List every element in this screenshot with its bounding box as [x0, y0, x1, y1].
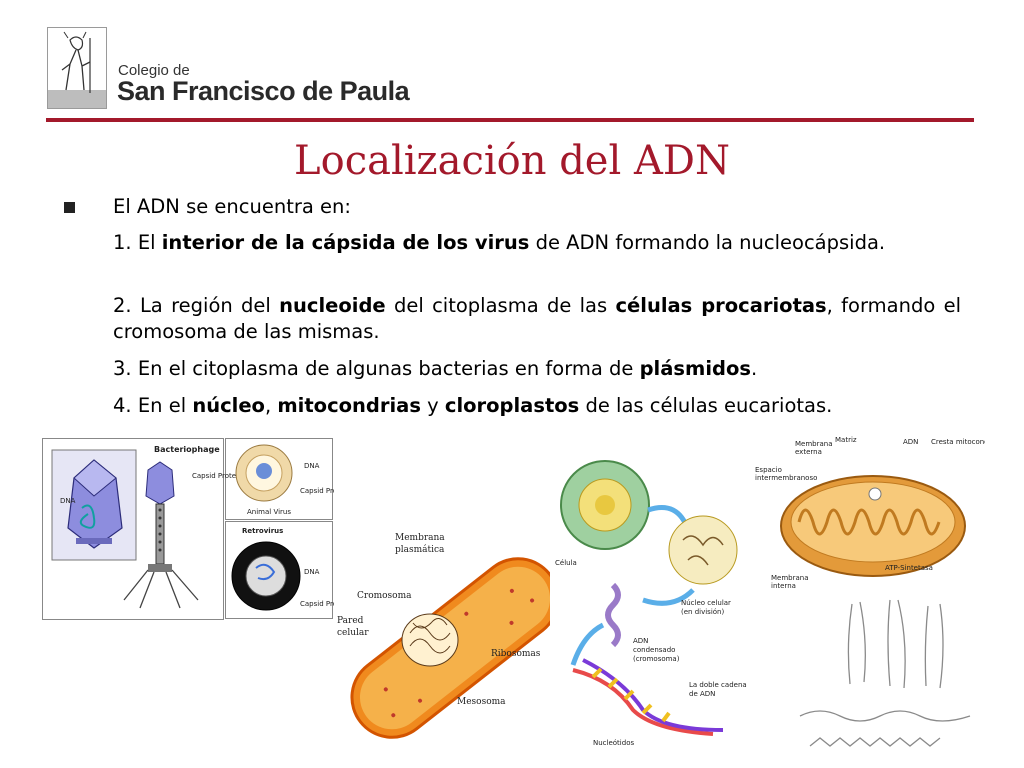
- label-retrovirus: Retrovirus: [242, 527, 283, 535]
- item-bold-text: células procariotas: [615, 294, 827, 317]
- item-text: de las células eucariotas.: [579, 394, 833, 417]
- item-text: del citoplasma de las: [385, 294, 616, 317]
- item-bold-text: núcleo: [192, 394, 265, 417]
- item-text: , formando el cromosoma de las mismas.: [113, 294, 961, 343]
- item-number: 4.: [113, 394, 132, 417]
- slide-title: Localización del ADN: [294, 138, 730, 184]
- label-dna: DNA: [304, 568, 320, 576]
- label-de-adn: de ADN: [689, 690, 715, 698]
- label-cresta: Cresta mitocondrial: [931, 438, 985, 446]
- label-capsid-protein: Capsid Protein: [300, 600, 334, 608]
- label-capsid-protein: Capsid Protein: [300, 487, 334, 495]
- label-adn: ADN: [633, 637, 648, 645]
- label-plasmatica: plasmática: [395, 544, 445, 555]
- intro-text: El ADN se encuentra en:: [113, 195, 351, 218]
- list-item: 2. La región del nucleoide del citoplasm…: [113, 293, 961, 345]
- item-number: 1.: [113, 231, 132, 254]
- label-doble-cadena: La doble cadena: [689, 681, 747, 689]
- square-bullet-icon: [64, 202, 75, 213]
- label-en-division: (en división): [681, 608, 724, 616]
- cell-dna-figure: Célula Núcleo celular (en división) ADN …: [553, 455, 753, 750]
- label-interna: interna: [771, 582, 796, 590]
- label-ribosomas: Ribosomas: [491, 649, 541, 659]
- item-number: 2.: [113, 294, 132, 317]
- label-condensado: condensado: [633, 646, 675, 654]
- logo-text-line1: Colegio de: [118, 62, 190, 79]
- mitochondrion-figure: Matriz ADN Cresta mitocondrial Membrana …: [755, 434, 1000, 594]
- item-text: ,: [264, 394, 278, 417]
- label-pared: Pared: [337, 616, 364, 626]
- label-dna: DNA: [304, 462, 320, 470]
- label-externa: externa: [795, 448, 822, 456]
- item-text: En el citoplasma de algunas bacterias en…: [137, 357, 640, 380]
- label-celula: Célula: [555, 559, 577, 567]
- item-bold-text: nucleoide: [279, 294, 386, 317]
- label-adn: ADN: [903, 438, 918, 446]
- label-nucleotidos: Nucleótidos: [593, 739, 634, 747]
- item-text: El: [137, 231, 162, 254]
- item-text: y: [420, 394, 445, 417]
- saint-figure-icon: [48, 31, 106, 108]
- label-mesosoma: Mesosoma: [457, 697, 506, 707]
- label-animal-virus: Animal Virus: [247, 508, 291, 516]
- label-espacio: Espacio: [755, 466, 782, 474]
- item-bold-text: plásmidos: [639, 357, 751, 380]
- list-item: 4. En el núcleo, mitocondrias y cloropla…: [113, 393, 832, 419]
- label-cromosoma: (cromosoma): [633, 655, 680, 663]
- label-membrana-interna: Membrana: [771, 574, 809, 582]
- label-atp-sintetasa: ATP-Sintetasa: [885, 564, 933, 572]
- chromosome-sketch-figure: [790, 596, 990, 764]
- item-number: 3.: [113, 357, 132, 380]
- logo-text-line2: San Francisco de Paula: [117, 76, 410, 106]
- label-celular: celular: [337, 628, 369, 638]
- label-dna: DNA: [60, 497, 76, 505]
- label-bacteriophage: Bacteriophage: [154, 445, 220, 454]
- school-logo: [47, 27, 107, 109]
- bacterium-figure: Membrana plasmática Cromosoma Pared celu…: [335, 528, 560, 748]
- label-matriz: Matriz: [835, 436, 857, 444]
- item-text: La región del: [139, 294, 280, 317]
- item-text: En el: [137, 394, 193, 417]
- item-bold-text: interior de la cápsida de los virus: [161, 231, 530, 254]
- virus-figure: DNA Bacteriophage Capsid Protein DNA Cap…: [42, 438, 350, 620]
- label-capsid-protein: Capsid Protein: [192, 472, 242, 480]
- item-text: de ADN formando la nucleocápsida.: [529, 231, 886, 254]
- item-bold-text: mitocondrias: [277, 394, 421, 417]
- list-item: 3. En el citoplasma de algunas bacterias…: [113, 356, 757, 382]
- item-text: .: [750, 357, 758, 380]
- label-intermembranoso: intermembranoso: [755, 474, 817, 482]
- list-item: 1. El interior de la cápsida de los viru…: [113, 230, 961, 256]
- header-divider: [46, 118, 974, 122]
- label-membrana: Membrana: [395, 533, 445, 543]
- chromosome-shape: [401, 613, 459, 667]
- label-membrana-externa: Membrana: [795, 440, 833, 448]
- item-bold-text: cloroplastos: [444, 394, 580, 417]
- label-cromosoma: Cromosoma: [357, 591, 412, 601]
- label-nucleo: Núcleo celular: [681, 599, 731, 607]
